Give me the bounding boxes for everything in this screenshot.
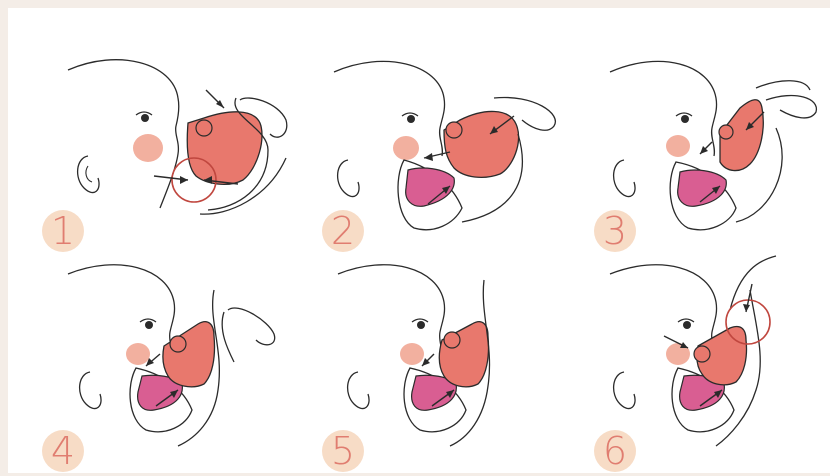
nipple <box>694 346 710 362</box>
nipple <box>170 336 186 352</box>
step-6-badge: 6 <box>594 430 636 472</box>
baby-eye <box>145 321 153 329</box>
baby-eye <box>683 321 691 329</box>
step-5-panel: 5 <box>304 250 574 476</box>
step-1-panel: 1 <box>28 38 298 264</box>
nipple <box>446 122 462 138</box>
cheek-blush <box>126 343 150 365</box>
step-4-badge: 4 <box>42 430 84 472</box>
baby-eye <box>407 115 415 123</box>
step-2-badge: 2 <box>322 210 364 252</box>
step-5-number: 5 <box>322 430 364 472</box>
step-3-panel: 3 <box>580 38 830 264</box>
baby-eye <box>681 115 689 123</box>
cheek-blush <box>400 343 424 365</box>
step-4-panel: 4 <box>28 250 298 476</box>
step-6-panel: 6 <box>580 250 830 476</box>
step-2-panel: 2 <box>304 38 574 264</box>
baby-eye <box>141 114 149 122</box>
step-1-badge: 1 <box>42 210 84 252</box>
nipple <box>719 125 733 139</box>
cheek-blush <box>393 136 419 160</box>
step-4-number: 4 <box>42 430 84 472</box>
step-2-number: 2 <box>322 210 364 252</box>
step-6-number: 6 <box>594 430 636 472</box>
cheek-blush <box>133 134 163 162</box>
step-3-badge: 3 <box>594 210 636 252</box>
step-5-badge: 5 <box>322 430 364 472</box>
cheek-blush <box>666 135 690 157</box>
step-1-number: 1 <box>42 210 84 252</box>
nipple <box>196 120 212 136</box>
breast <box>439 322 488 387</box>
nipple <box>444 332 460 348</box>
step-3-number: 3 <box>594 210 636 252</box>
latch-diagram: 1 2 <box>8 8 830 473</box>
baby-eye <box>417 321 425 329</box>
